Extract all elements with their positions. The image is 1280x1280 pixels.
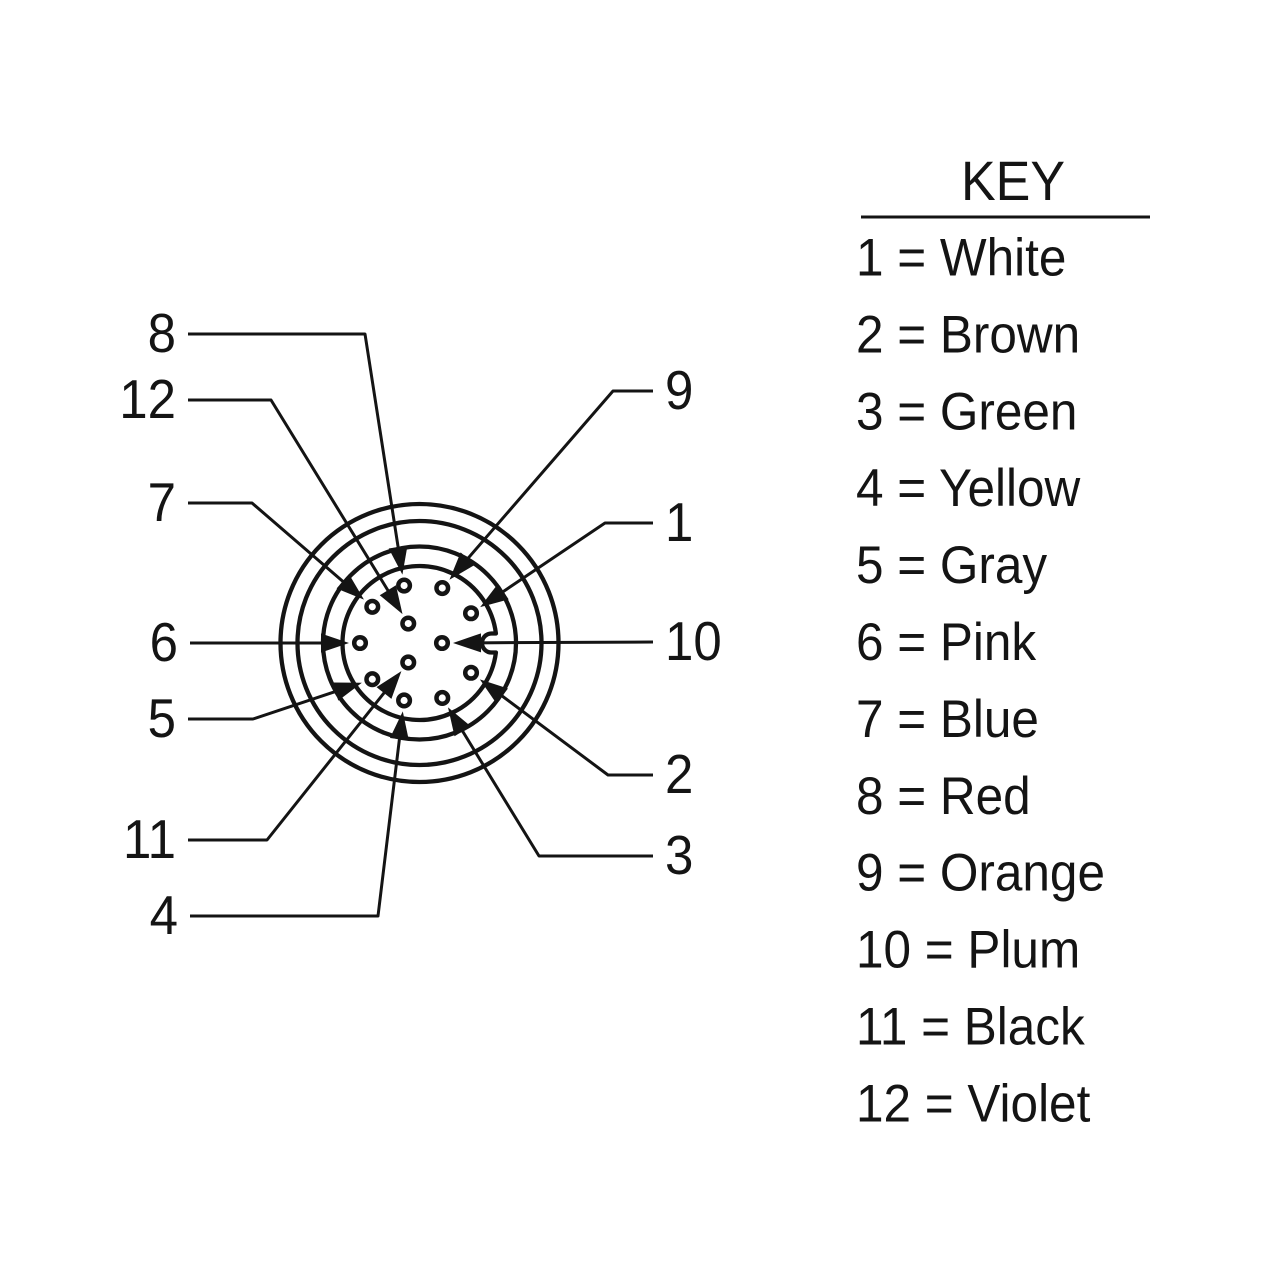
arrowhead-7 — [336, 574, 364, 600]
pin-10 — [433, 634, 451, 652]
key-entry-3: 3 = Green — [856, 382, 1077, 441]
color-key: KEY 1 = White 2 = Brown 3 = Green 4 = Yellow… — [856, 150, 1150, 1133]
callout-5: 5 — [148, 682, 362, 750]
callout-10: 10 — [452, 612, 722, 673]
pin-1 — [462, 605, 480, 622]
pin-12 — [400, 615, 417, 632]
callout-12: 12 — [119, 370, 403, 615]
arrowhead-3 — [448, 707, 471, 737]
callout-8: 8 — [148, 304, 408, 575]
leader-line-12 — [188, 398, 391, 593]
callout-4: 4 — [150, 711, 409, 947]
leader-line-4 — [190, 737, 402, 918]
key-entry-2: 2 = Brown — [856, 305, 1080, 364]
pin-label-1: 1 — [665, 493, 693, 554]
callout-9: 9 — [449, 361, 693, 580]
arrowhead-11 — [376, 671, 402, 699]
pin-label-11: 11 — [123, 810, 176, 871]
key-title: KEY — [961, 150, 1065, 212]
pin-5 — [364, 671, 381, 688]
arrowhead-6 — [321, 633, 349, 653]
pin-6 — [351, 634, 369, 652]
key-entry-10: 10 = Plum — [856, 920, 1080, 979]
leader-line-5 — [188, 689, 338, 721]
pin-label-3: 3 — [665, 826, 693, 887]
key-entry-4: 4 = Yellow — [856, 459, 1081, 518]
pin-label-5: 5 — [148, 689, 176, 750]
pin-2 — [462, 664, 480, 681]
arrowhead-12 — [379, 585, 403, 615]
key-entry-5: 5 = Gray — [856, 536, 1048, 595]
arrowhead-10 — [452, 633, 482, 653]
pin-field — [351, 577, 480, 709]
leader-line-9 — [465, 389, 653, 562]
pin-8 — [396, 577, 413, 594]
callout-7: 7 — [148, 473, 364, 600]
arrowhead-5 — [332, 682, 362, 701]
pin-label-4: 4 — [150, 886, 178, 947]
pin-label-6: 6 — [150, 613, 178, 674]
pin-callouts: 812 7 6 5 11 4 9 1 10 2 3 — [119, 304, 721, 947]
leader-line-7 — [188, 501, 346, 584]
callout-2: 2 — [479, 679, 693, 806]
pin-4 — [396, 692, 413, 709]
leader-line-11 — [188, 690, 387, 842]
pin-label-7: 7 — [148, 473, 176, 534]
key-entry-6: 6 = Pink — [856, 612, 1037, 671]
leader-line-3 — [460, 728, 653, 858]
key-entry-11: 11 = Black — [856, 997, 1085, 1056]
key-entry-9: 9 = Orange — [856, 843, 1105, 902]
key-entry-7: 7 = Blue — [856, 689, 1039, 748]
pin-label-12: 12 — [119, 370, 176, 431]
leader-line-2 — [499, 693, 653, 777]
arrowhead-1 — [480, 583, 509, 608]
key-entry-12: 12 = Violet — [856, 1074, 1090, 1133]
callout-1: 1 — [480, 493, 693, 608]
pin-label-9: 9 — [665, 361, 693, 422]
key-entry-8: 8 = Red — [856, 766, 1031, 825]
leader-line-10 — [478, 640, 654, 645]
callout-6: 6 — [150, 613, 349, 674]
arrowhead-2 — [479, 679, 508, 704]
arrowhead-9 — [449, 552, 475, 580]
pin-3 — [434, 689, 451, 707]
leader-line-8 — [188, 332, 400, 550]
leader-line-1 — [500, 521, 653, 594]
pin-7 — [364, 598, 381, 615]
insert-circle-with-keyway — [340, 563, 499, 723]
arrowhead-4 — [389, 711, 409, 741]
pin-label-2: 2 — [665, 745, 693, 806]
key-entry-1: 1 = White — [856, 228, 1066, 287]
arrowhead-8 — [388, 545, 408, 575]
pin-label-8: 8 — [148, 304, 176, 365]
pin-label-10: 10 — [665, 612, 722, 673]
pin-11 — [400, 654, 417, 671]
callout-3: 3 — [448, 707, 693, 887]
pin-9 — [434, 579, 451, 597]
callout-11: 11 — [123, 671, 402, 871]
